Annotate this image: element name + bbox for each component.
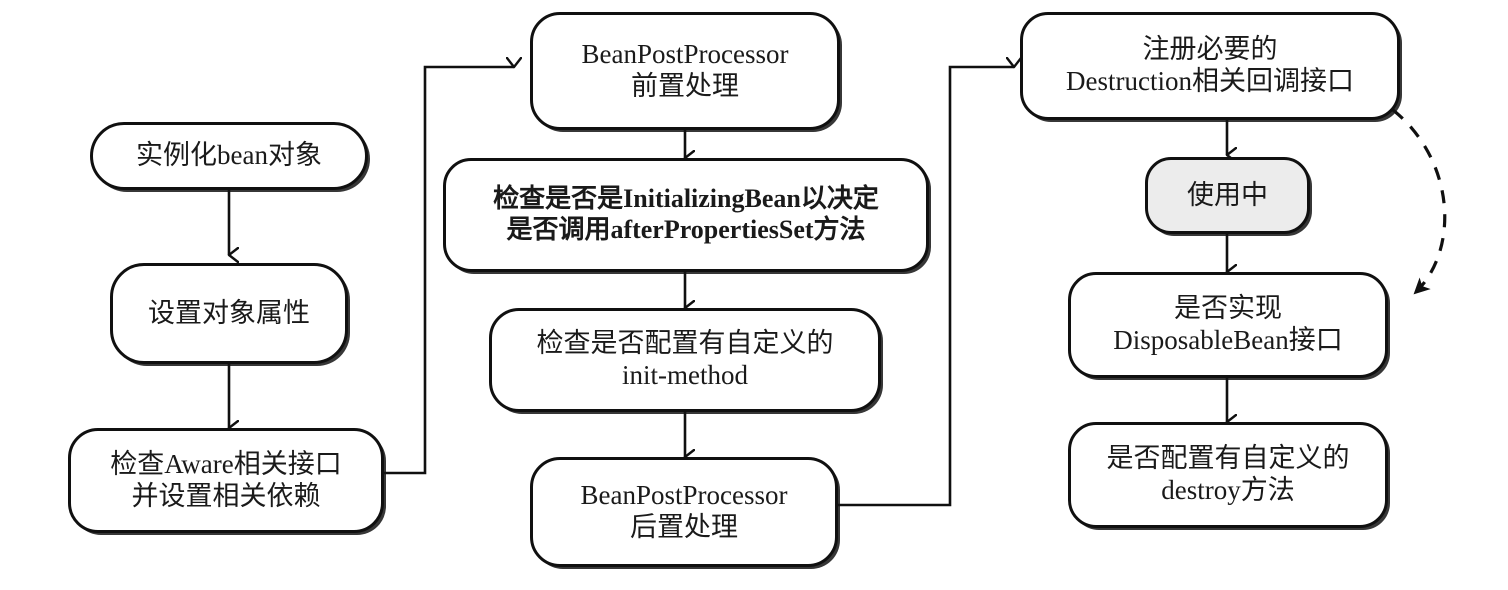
node-check-aware[interactable]: 检查Aware相关接口 并设置相关依赖 — [68, 428, 384, 533]
node-bpp-before-label: BeanPostProcessor 前置处理 — [581, 39, 789, 101]
node-instantiate[interactable]: 实例化bean对象 — [90, 122, 368, 190]
node-disposable-bean[interactable]: 是否实现 DisposableBean接口 — [1068, 272, 1388, 378]
node-register-destruction[interactable]: 注册必要的 Destruction相关回调接口 — [1020, 12, 1400, 120]
node-disposable-bean-label: 是否实现 DisposableBean接口 — [1113, 293, 1343, 355]
edge-register-destruction-to-disposable-bean-dashed — [1391, 108, 1447, 295]
edge-bpp-after-to-register-destruction — [838, 67, 1014, 507]
node-bpp-after[interactable]: BeanPostProcessor 后置处理 — [530, 457, 838, 567]
node-initializing-bean[interactable]: 检查是否是InitializingBean以决定 是否调用afterProper… — [443, 158, 929, 272]
node-set-properties[interactable]: 设置对象属性 — [110, 263, 348, 364]
node-in-use-label: 使用中 — [1187, 179, 1268, 210]
node-register-destruction-label: 注册必要的 Destruction相关回调接口 — [1066, 34, 1354, 96]
node-check-aware-label: 检查Aware相关接口 并设置相关依赖 — [110, 448, 342, 511]
node-destroy-method[interactable]: 是否配置有自定义的 destroy方法 — [1068, 422, 1388, 528]
node-bpp-before[interactable]: BeanPostProcessor 前置处理 — [530, 12, 840, 130]
node-in-use[interactable]: 使用中 — [1145, 157, 1310, 234]
node-destroy-method-label: 是否配置有自定义的 destroy方法 — [1106, 443, 1350, 505]
node-init-method[interactable]: 检查是否配置有自定义的 init-method — [489, 308, 881, 412]
node-bpp-after-label: BeanPostProcessor 后置处理 — [580, 480, 788, 542]
node-set-properties-label: 设置对象属性 — [148, 297, 310, 328]
node-init-method-label: 检查是否配置有自定义的 init-method — [536, 328, 834, 390]
node-initializing-bean-label: 检查是否是InitializingBean以决定 是否调用afterProper… — [493, 184, 879, 244]
node-instantiate-label: 实例化bean对象 — [136, 140, 322, 171]
